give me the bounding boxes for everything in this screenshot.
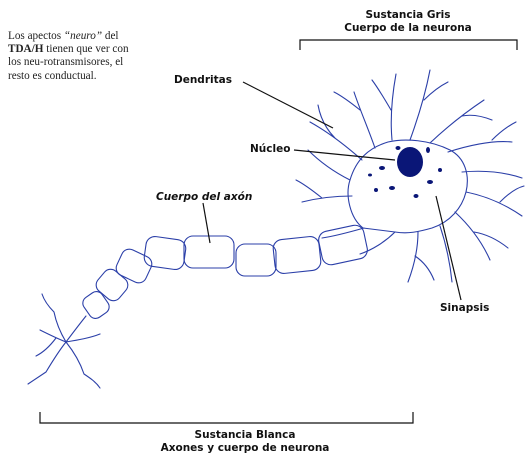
axon-body-label: Cuerpo del axón: [156, 191, 252, 204]
dendrite: [466, 186, 524, 216]
organelle: [414, 194, 419, 198]
dendritas-leader: [243, 82, 333, 128]
myelin-segment: [143, 235, 187, 270]
dendrite: [408, 232, 434, 282]
nucleo-leader: [294, 150, 395, 160]
organelle: [427, 180, 433, 184]
myelin-segment: [114, 247, 155, 286]
axon-body-leader: [203, 203, 210, 243]
sinapsis-leader: [436, 196, 461, 300]
organelle: [426, 147, 430, 153]
nucleo-label: Núcleo: [250, 143, 290, 156]
gray-matter-title: Sustancia Gris: [333, 9, 483, 22]
white-matter-bracket: [40, 412, 413, 423]
dendrite: [310, 105, 362, 160]
sinapsis-label: Sinapsis: [440, 302, 489, 315]
dendrite: [430, 100, 492, 143]
white-matter-title: Sustancia Blanca: [150, 429, 340, 442]
gray-matter-subtitle: Cuerpo de la neurona: [333, 22, 483, 35]
dendrite: [334, 92, 375, 148]
myelin-segment: [93, 266, 131, 304]
dendrite: [448, 122, 516, 152]
dendrite: [462, 171, 522, 178]
dendrite: [410, 70, 448, 140]
myelin-segment: [184, 236, 234, 268]
dendrite: [372, 74, 396, 140]
organelle: [368, 174, 372, 177]
organelle: [379, 166, 385, 170]
myelin-segment: [272, 236, 321, 275]
axon-hillock: [360, 232, 395, 254]
myelin-segment: [80, 289, 112, 321]
organelle: [374, 188, 378, 192]
dendrite: [296, 180, 352, 202]
axon-hillock: [322, 228, 364, 238]
organelle: [438, 168, 442, 172]
organelle: [389, 186, 395, 190]
myelin-segment: [236, 244, 276, 276]
organelle: [396, 146, 401, 150]
white-matter-subtitle: Axones y cuerpo de neurona: [130, 442, 360, 455]
dendrite: [455, 212, 508, 260]
gray-matter-bracket: [300, 40, 517, 50]
axon-terminal: [28, 294, 100, 388]
myelin-segment: [317, 224, 369, 267]
nucleus: [397, 147, 423, 177]
dendritas-label: Dendritas: [174, 74, 232, 87]
